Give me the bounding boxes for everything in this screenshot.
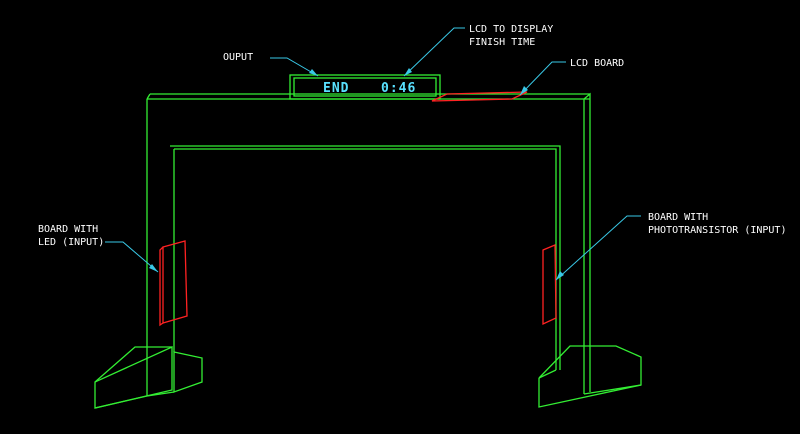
leader-lcd-display-arrow (404, 68, 412, 76)
leader-lcd-board (519, 61, 566, 96)
right-foot (538, 345, 642, 408)
led-board (159, 240, 188, 327)
left-foot-wedge (94, 345, 173, 409)
right-foot-wedge (538, 345, 642, 408)
leader-led-board-arrow (149, 264, 158, 272)
right-foot-inner (538, 369, 557, 379)
leader-lcd-board-arrow (520, 86, 528, 95)
gate-right-pillar-depth (583, 92, 591, 392)
left-foot-top (94, 346, 172, 383)
leader-lcd-display (403, 27, 465, 77)
label-led-board-line2: LED (INPUT) (38, 237, 104, 248)
left-foot-base (94, 391, 175, 409)
leader-photo-board-arrow (556, 271, 564, 280)
gate-top-corner (146, 93, 151, 100)
left-foot (94, 345, 203, 409)
label-photo-board-line2: PHOTOTRANSISTOR (INPUT) (648, 225, 786, 236)
leader-output (270, 57, 319, 77)
label-led-board-line1: BOARD WITH (38, 224, 98, 235)
leaders (105, 27, 641, 281)
gate-frame (146, 92, 591, 396)
labels: OUPUT LCD TO DISPLAY FINISH TIME LCD BOA… (38, 24, 786, 248)
right-foot-base (583, 384, 642, 395)
photo-board-face (542, 244, 557, 326)
photo-board (542, 244, 557, 326)
lcd-time-text: 0:46 (381, 81, 416, 96)
lcd-status-text: END (323, 81, 349, 96)
label-photo-board-line1: BOARD WITH (648, 212, 708, 223)
left-foot-inner (173, 351, 203, 393)
lcd-inner-frame (293, 77, 437, 97)
gate-top-beam (146, 98, 585, 396)
label-lcd-display-line1: LCD TO DISPLAY (469, 24, 553, 35)
lcd-display: END 0:46 (289, 74, 441, 100)
leader-output-arrow (309, 69, 318, 76)
leader-led-board (105, 241, 159, 273)
label-lcd-display-line2: FINISH TIME (469, 37, 535, 48)
lcd-outer-frame (289, 74, 441, 100)
led-board-edge (159, 246, 164, 327)
led-board-face (162, 240, 188, 324)
leader-photo-board (555, 215, 641, 281)
label-output: OUPUT (223, 52, 253, 63)
label-lcd-board: LCD BOARD (570, 58, 624, 69)
lcd-board (431, 91, 528, 102)
right-foot-top (538, 345, 584, 379)
